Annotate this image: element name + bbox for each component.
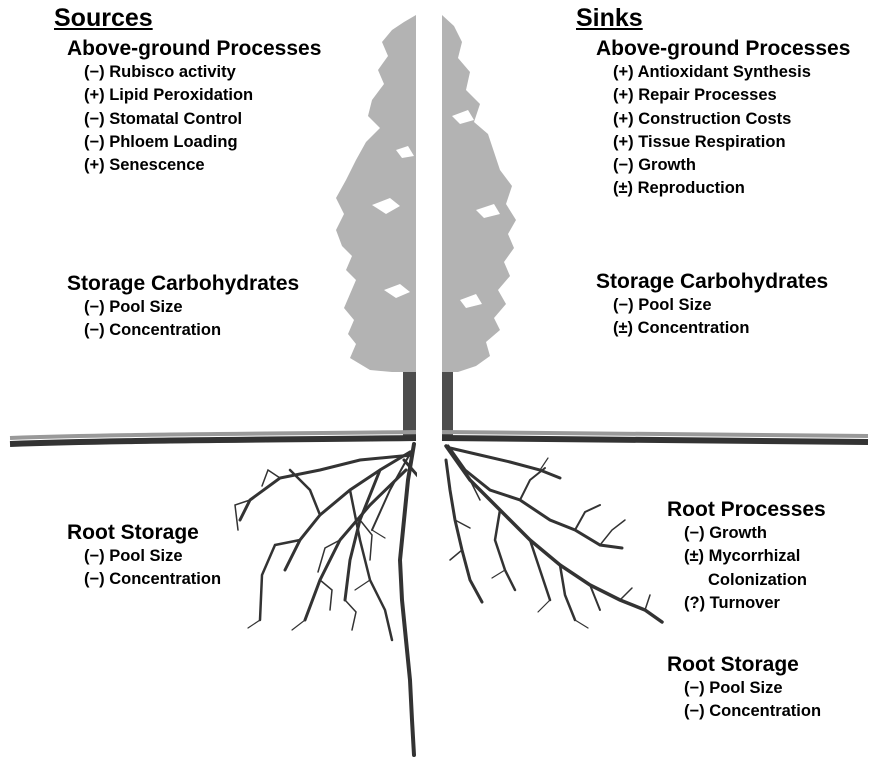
group-heading: Above-ground Processes xyxy=(67,37,322,60)
list-item: (+) Lipid Peroxidation xyxy=(84,86,254,105)
list-item: (−) Stomatal Control xyxy=(84,109,243,128)
list-item: (−) Growth xyxy=(684,524,767,542)
canopy-left xyxy=(336,15,416,372)
list-item: (−) Concentration xyxy=(84,570,222,589)
item-list: (−) Pool Size (±) Concentration xyxy=(596,294,828,341)
list-item: (−) Rubisco activity xyxy=(84,63,236,81)
list-item: (?) Turnover xyxy=(684,593,780,612)
list-item: (±) Concentration xyxy=(613,319,750,338)
sources-root-storage-group: Root Storage (−) Pool Size (−) Concentra… xyxy=(67,521,221,592)
group-heading: Storage Carbohydrates xyxy=(67,272,300,295)
list-item: Colonization xyxy=(708,570,807,589)
roots-right xyxy=(444,444,664,629)
sinks-root-processes-group: Root Processes (−) Growth (±) Mycorrhiza… xyxy=(667,498,826,615)
trunk-right xyxy=(442,372,453,440)
list-item: (−) Pool Size xyxy=(84,298,183,316)
group-heading: Root Storage xyxy=(67,521,199,544)
sinks-title: Sinks xyxy=(576,4,643,32)
item-list: (−) Pool Size (−) Concentration xyxy=(667,677,821,724)
sinks-above-ground-group: Above-ground Processes (+) Antioxidant S… xyxy=(596,37,850,201)
item-list: (+) Antioxidant Synthesis (+) Repair Pro… xyxy=(596,61,850,201)
trunk-left xyxy=(403,372,416,440)
sinks-storage-carbohydrates-group: Storage Carbohydrates (−) Pool Size (±) … xyxy=(596,270,828,341)
sources-above-ground-group: Above-ground Processes (−) Rubisco activ… xyxy=(67,37,321,177)
item-list: (−) Pool Size (−) Concentration xyxy=(67,545,221,592)
item-list: (−) Growth (±) Mycorrhizal Colonization … xyxy=(667,522,826,615)
list-item: (−) Concentration xyxy=(84,321,222,340)
sinks-root-storage-group: Root Storage (−) Pool Size (−) Concentra… xyxy=(667,653,821,724)
group-heading: Storage Carbohydrates xyxy=(596,270,829,293)
list-item: (+) Tissue Respiration xyxy=(613,132,786,151)
canopy-gaps xyxy=(372,110,500,308)
group-heading: Root Storage xyxy=(667,653,799,676)
list-item: (−) Pool Size xyxy=(613,296,712,314)
list-item: (±) Reproduction xyxy=(613,179,745,198)
item-list: (−) Rubisco activity (+) Lipid Peroxidat… xyxy=(67,61,321,177)
list-item: (±) Mycorrhizal xyxy=(684,547,801,566)
list-item: (+) Senescence xyxy=(84,156,205,175)
canopy-right xyxy=(442,15,516,372)
list-item: (−) Concentration xyxy=(684,702,822,721)
center-divider xyxy=(417,0,441,757)
list-item: (+) Antioxidant Synthesis xyxy=(613,63,811,81)
list-item: (+) Construction Costs xyxy=(613,109,792,128)
group-heading: Root Processes xyxy=(667,498,826,521)
sources-title: Sources xyxy=(54,4,153,32)
list-item: (−) Pool Size xyxy=(84,547,183,565)
list-item: (−) Phloem Loading xyxy=(84,132,238,151)
list-item: (−) Growth xyxy=(613,156,696,175)
ground-line xyxy=(9,430,869,447)
sources-storage-carbohydrates-group: Storage Carbohydrates (−) Pool Size (−) … xyxy=(67,272,299,343)
group-heading: Above-ground Processes xyxy=(596,37,851,60)
roots-left xyxy=(234,442,432,757)
item-list: (−) Pool Size (−) Concentration xyxy=(67,296,299,343)
list-item: (+) Repair Processes xyxy=(613,86,777,105)
list-item: (−) Pool Size xyxy=(684,679,783,697)
